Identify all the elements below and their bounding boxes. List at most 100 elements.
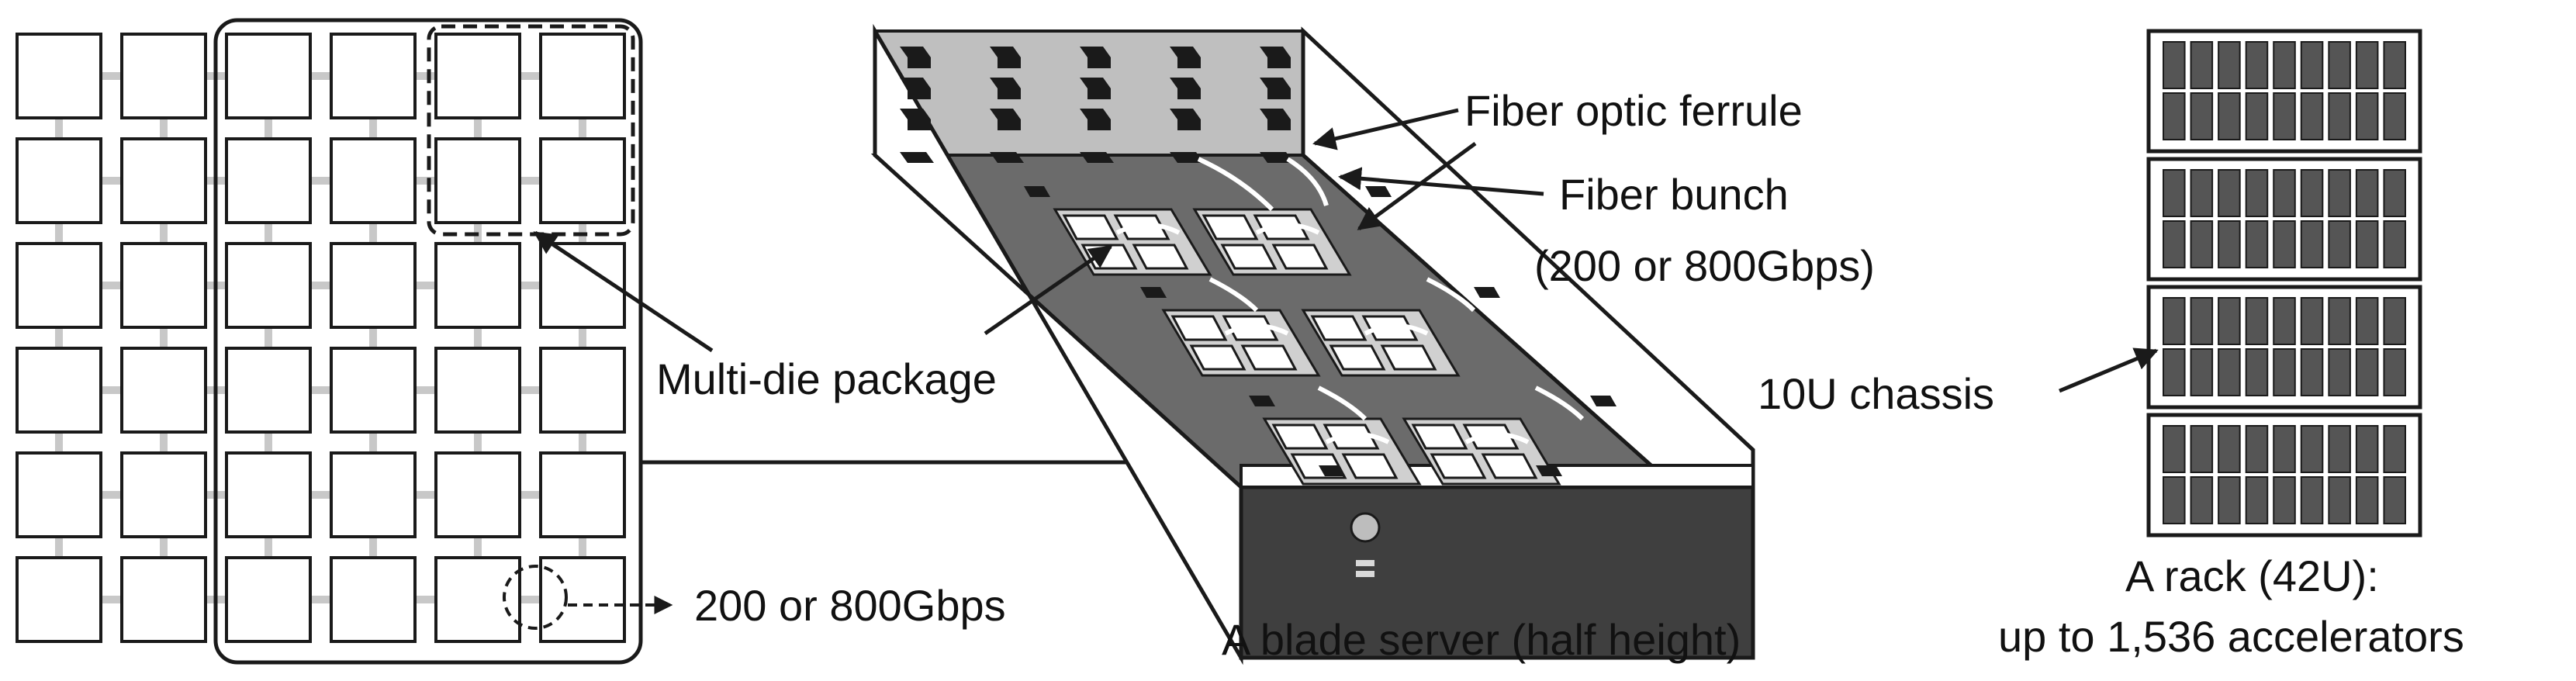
blade-server: [870, 23, 1755, 665]
blade-slot: [2273, 348, 2296, 396]
mesh-link: [369, 537, 377, 558]
ferrule-icon: [1177, 119, 1201, 130]
accelerator-die: [16, 137, 102, 224]
mesh-link: [474, 118, 482, 139]
accelerator-die: [330, 347, 417, 434]
accelerator-die: [225, 451, 312, 538]
accelerator-die: [16, 242, 102, 329]
blade-slot: [2355, 169, 2379, 217]
accelerator-die: [539, 556, 626, 643]
ferrule-icon: [990, 47, 1021, 57]
mesh-link: [160, 432, 168, 453]
fiber-arc: [1534, 385, 1585, 421]
mesh-link: [520, 386, 541, 394]
blade-slot: [2328, 476, 2351, 524]
connector-block: [1590, 396, 1616, 406]
fiber-arc: [1364, 323, 1429, 336]
blade-slot: [2300, 92, 2324, 140]
mesh-link: [415, 596, 436, 603]
mesh-link: [101, 72, 122, 80]
accelerator-die: [16, 347, 102, 434]
mesh-link: [415, 386, 436, 394]
ferrule-icon: [1080, 47, 1111, 57]
blade-slot: [2218, 92, 2241, 140]
ferrule-icon: [908, 57, 931, 68]
power-button-icon: [1350, 512, 1381, 543]
mesh-link: [369, 327, 377, 348]
blade-slot: [2355, 348, 2379, 396]
accelerator-die: [434, 556, 521, 643]
fiber-arc: [1208, 277, 1259, 313]
blade-slot: [2190, 220, 2214, 268]
blade-slot: [2273, 169, 2296, 217]
accelerator-die: [225, 137, 312, 224]
blade-slot: [2383, 476, 2406, 524]
blade-slot: [2383, 92, 2406, 140]
mesh-link: [310, 282, 331, 289]
accelerator-die: [225, 242, 312, 329]
multi-die-package-arrow: [533, 230, 714, 353]
blade-slot: [2328, 169, 2351, 217]
package-die: [1310, 315, 1368, 341]
blade-slot: [2355, 297, 2379, 345]
mesh-link: [369, 223, 377, 244]
mesh-link: [579, 118, 586, 139]
ferrule-icon: [1170, 109, 1201, 119]
package-die: [1341, 453, 1399, 479]
ferrule-icon: [900, 47, 931, 57]
blade-slot: [2163, 169, 2186, 217]
package-die: [1062, 214, 1119, 240]
mesh-link: [55, 118, 63, 139]
mesh-link: [415, 177, 436, 185]
accelerator-die: [330, 242, 417, 329]
mesh-link: [160, 537, 168, 558]
ferrule-icon: [1267, 88, 1291, 99]
blade-slot: [2273, 92, 2296, 140]
mesh-link: [579, 537, 586, 558]
blade-slot: [2383, 348, 2406, 396]
fiber-arc: [1325, 432, 1390, 444]
ferrule-icon: [908, 88, 931, 99]
multi-die-package-label: Multi-die package: [656, 354, 997, 403]
ferrule-icon: [1080, 109, 1111, 119]
blade-slot: [2383, 425, 2406, 473]
connector-block: [1536, 465, 1562, 476]
blade-slot: [2328, 220, 2351, 268]
blade-slot: [2273, 220, 2296, 268]
ferrule-icon: [998, 119, 1021, 130]
ferrule-icon: [1080, 78, 1111, 88]
fiber-bunch-speed-label: (200 or 800Gbps): [1534, 241, 1875, 290]
package-die: [1220, 244, 1278, 270]
fiber-bunch-label: Fiber bunch: [1559, 170, 1789, 219]
blade-slot: [2355, 425, 2379, 473]
blade-slot: [2328, 348, 2351, 396]
accelerator-die: [120, 347, 207, 434]
mesh-link: [160, 327, 168, 348]
ferrule-icon: [1260, 152, 1294, 163]
blade-slot: [2273, 297, 2296, 345]
blade-slot: [2245, 220, 2269, 268]
blade-slot: [2300, 348, 2324, 396]
fiber-arc: [1464, 432, 1530, 444]
package-die: [1481, 453, 1538, 479]
mesh-link: [101, 282, 122, 289]
ferrule-icon: [1080, 152, 1114, 163]
package-die: [1430, 453, 1487, 479]
accelerator-die: [330, 137, 417, 224]
ferrule-icon: [900, 109, 931, 119]
ferrule-icon: [1267, 119, 1291, 130]
ferrule-icon: [990, 78, 1021, 88]
blade-slot: [2190, 425, 2214, 473]
accelerator-die: [225, 347, 312, 434]
ferrule-icon: [1087, 119, 1111, 130]
fiber-arc: [1255, 223, 1320, 235]
blade-server-label: A blade server (half height): [1222, 615, 1741, 664]
accelerator-die: [539, 137, 626, 224]
chassis-arrow: [2059, 347, 2159, 393]
blade-slot: [2245, 41, 2269, 89]
fiber-bunch-arrow-1: [1338, 167, 1544, 196]
mesh-link: [265, 537, 272, 558]
blade-slot: [2273, 476, 2296, 524]
blade-slot: [2328, 41, 2351, 89]
